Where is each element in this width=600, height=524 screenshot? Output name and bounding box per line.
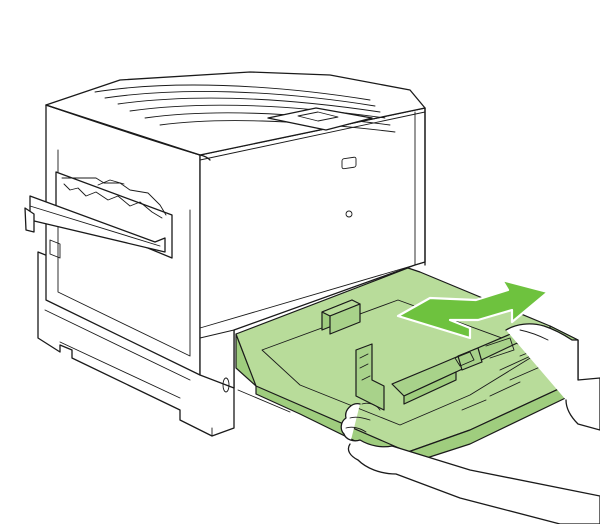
hand-right [505,323,600,431]
power-switch [222,377,230,393]
pull-arrow-icon [396,278,550,340]
hand-left [340,402,600,524]
side-access-door [24,171,173,259]
control-panel-display [297,111,339,122]
control-panel [267,107,373,131]
hp-logo-icon [341,156,357,218]
